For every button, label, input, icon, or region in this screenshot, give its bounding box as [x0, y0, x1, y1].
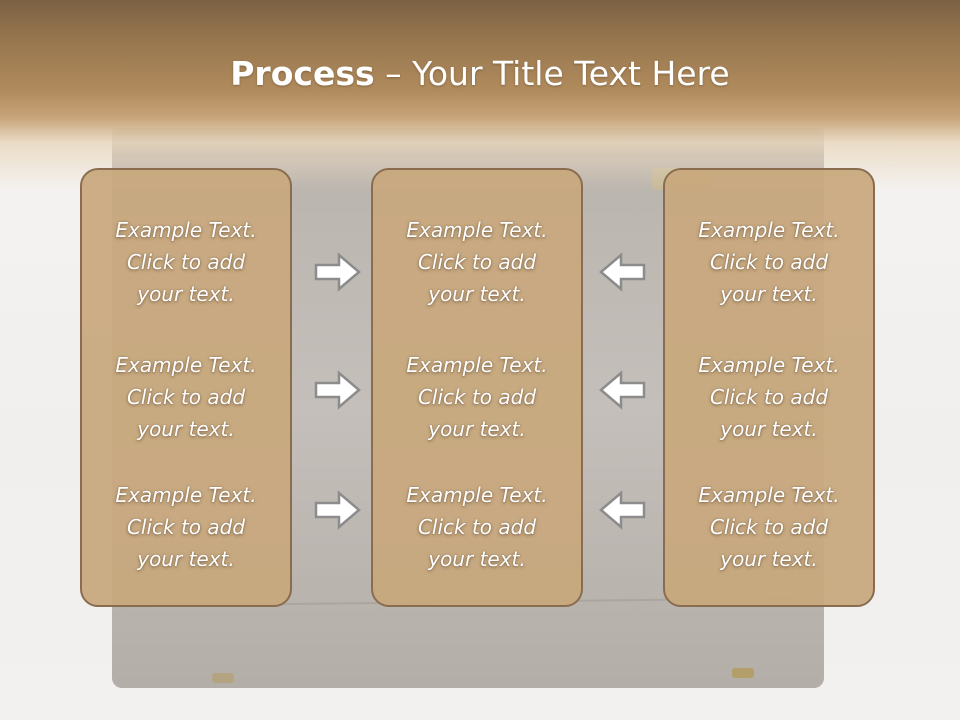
- text-line: your text.: [720, 547, 818, 571]
- text-block[interactable]: Example Text. Click to add your text.: [373, 349, 581, 445]
- text-line: Example Text.: [406, 218, 548, 242]
- text-line: Example Text.: [406, 353, 548, 377]
- arrow-right-icon[interactable]: [314, 370, 362, 410]
- slide-title[interactable]: Process – Your Title Text Here: [0, 54, 960, 93]
- text-line: Click to add: [417, 250, 537, 274]
- text-block[interactable]: Example Text. Click to add your text.: [373, 214, 581, 310]
- text-line: your text.: [428, 417, 526, 441]
- text-line: Example Text.: [698, 353, 840, 377]
- text-line: Example Text.: [115, 483, 257, 507]
- text-line: Click to add: [126, 250, 246, 274]
- panel-middle[interactable]: Example Text. Click to add your text. Ex…: [371, 168, 583, 607]
- arrow-left-icon[interactable]: [598, 490, 646, 530]
- arrow-left-icon[interactable]: [598, 370, 646, 410]
- panel-left[interactable]: Example Text. Click to add your text. Ex…: [80, 168, 292, 607]
- text-block[interactable]: Example Text. Click to add your text.: [665, 349, 873, 445]
- header-band: [0, 0, 960, 190]
- text-line: Click to add: [417, 515, 537, 539]
- text-line: your text.: [137, 282, 235, 306]
- text-block[interactable]: Example Text. Click to add your text.: [665, 479, 873, 575]
- text-block[interactable]: Example Text. Click to add your text.: [665, 214, 873, 310]
- text-line: your text.: [428, 547, 526, 571]
- text-line: your text.: [137, 547, 235, 571]
- text-line: Click to add: [709, 515, 829, 539]
- text-line: Click to add: [417, 385, 537, 409]
- text-line: Click to add: [126, 385, 246, 409]
- text-line: Example Text.: [698, 483, 840, 507]
- text-line: Example Text.: [698, 218, 840, 242]
- text-line: your text.: [720, 282, 818, 306]
- text-line: Click to add: [709, 250, 829, 274]
- title-bold: Process: [230, 54, 375, 93]
- text-line: your text.: [720, 417, 818, 441]
- text-line: Example Text.: [115, 353, 257, 377]
- arrow-right-icon[interactable]: [314, 490, 362, 530]
- text-line: Example Text.: [115, 218, 257, 242]
- panel-right[interactable]: Example Text. Click to add your text. Ex…: [663, 168, 875, 607]
- text-line: Example Text.: [406, 483, 548, 507]
- arrow-left-icon[interactable]: [598, 252, 646, 292]
- text-line: your text.: [137, 417, 235, 441]
- text-block[interactable]: Example Text. Click to add your text.: [82, 349, 290, 445]
- text-block[interactable]: Example Text. Click to add your text.: [373, 479, 581, 575]
- text-line: your text.: [428, 282, 526, 306]
- title-rest: – Your Title Text Here: [374, 54, 730, 93]
- text-line: Click to add: [709, 385, 829, 409]
- text-block[interactable]: Example Text. Click to add your text.: [82, 479, 290, 575]
- arrow-right-icon[interactable]: [314, 252, 362, 292]
- text-block[interactable]: Example Text. Click to add your text.: [82, 214, 290, 310]
- text-line: Click to add: [126, 515, 246, 539]
